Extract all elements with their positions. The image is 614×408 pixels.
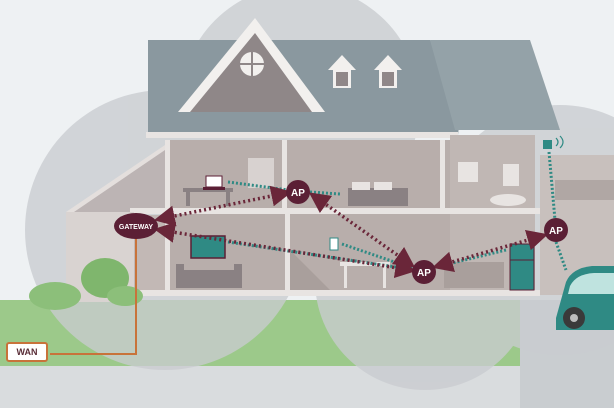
speaker-icon (329, 237, 339, 251)
ap-garage-node: AP (544, 218, 568, 242)
backhaul-links (153, 185, 549, 279)
sofa (180, 270, 238, 288)
road (0, 366, 614, 408)
wan-label: WAN (16, 347, 38, 357)
gateway-node: GATEWAY (114, 213, 158, 239)
gateway-label: GATEWAY (119, 224, 154, 231)
ap-lower-label: AP (417, 268, 431, 279)
laptop-icon (203, 175, 225, 190)
dormer-right (374, 55, 402, 88)
wireless-link-car (554, 241, 568, 271)
ap-lower-node: AP (412, 260, 436, 284)
house-roof (146, 18, 560, 138)
link-ap-lower-ap-garage (431, 229, 549, 273)
shrubs (29, 258, 143, 310)
wireless-link-camera (547, 151, 557, 221)
ap-upper-label: AP (291, 188, 305, 199)
car-icon (556, 266, 614, 330)
link-gateway-ap-upper (153, 185, 293, 227)
fridge-icon (509, 243, 535, 291)
wan-cable (50, 236, 137, 355)
ap-upper-node: AP (286, 180, 310, 204)
wan-node: WAN (6, 342, 48, 362)
bed (348, 188, 408, 206)
dormer-left (328, 55, 356, 88)
house-interior (130, 135, 614, 296)
ap-garage-label: AP (549, 226, 563, 237)
camera-icon (543, 135, 564, 149)
